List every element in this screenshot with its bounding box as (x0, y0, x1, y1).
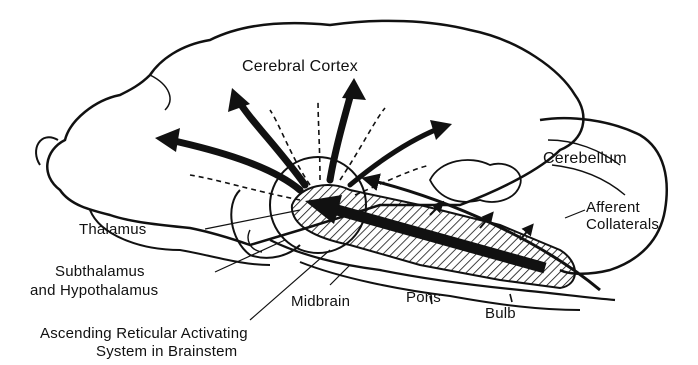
label-pons: Pons (406, 289, 441, 306)
label-midbrain: Midbrain (291, 293, 350, 310)
label-collaterals: Collaterals (586, 216, 659, 233)
label-aras: Ascending Reticular Activating (40, 325, 248, 342)
label-cerebellum: Cerebellum (543, 150, 627, 167)
label-afferent: Afferent (586, 199, 640, 216)
label-thalamus: Thalamus (79, 221, 146, 238)
label-cerebral-cortex: Cerebral Cortex (242, 58, 358, 75)
label-aras-system: System in Brainstem (96, 343, 237, 360)
label-hypothalamus: and Hypothalamus (30, 282, 158, 299)
label-subthalamus: Subthalamus (55, 263, 145, 280)
label-bulb: Bulb (485, 305, 516, 322)
